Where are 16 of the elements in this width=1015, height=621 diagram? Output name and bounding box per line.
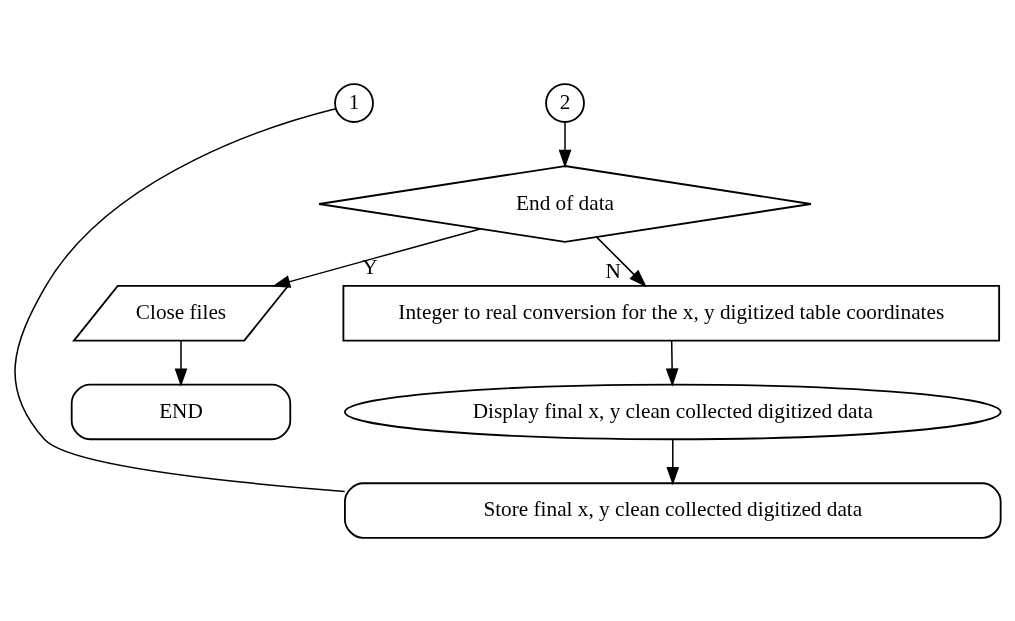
node-circle: 2 — [545, 82, 585, 123]
edge-label: Y — [362, 254, 378, 279]
arrow — [596, 236, 647, 287]
arrow — [272, 227, 481, 288]
arrow — [558, 120, 572, 168]
connector — [14, 107, 346, 492]
arrow — [665, 339, 679, 387]
node-box: Store final x, y clean collected digitized data — [344, 481, 1002, 539]
node-box: Integer to real conversion for the x, y digitized table coordinates — [342, 284, 1001, 341]
node-diamond: End of data — [318, 164, 812, 243]
edge-label: N — [605, 258, 621, 283]
arrow — [174, 339, 188, 387]
node-box: END — [70, 383, 292, 440]
arrow — [666, 438, 680, 485]
node-circle: 1 — [334, 82, 374, 123]
node-ellipse: Display final x, y clean collected digitized data — [344, 383, 1002, 440]
